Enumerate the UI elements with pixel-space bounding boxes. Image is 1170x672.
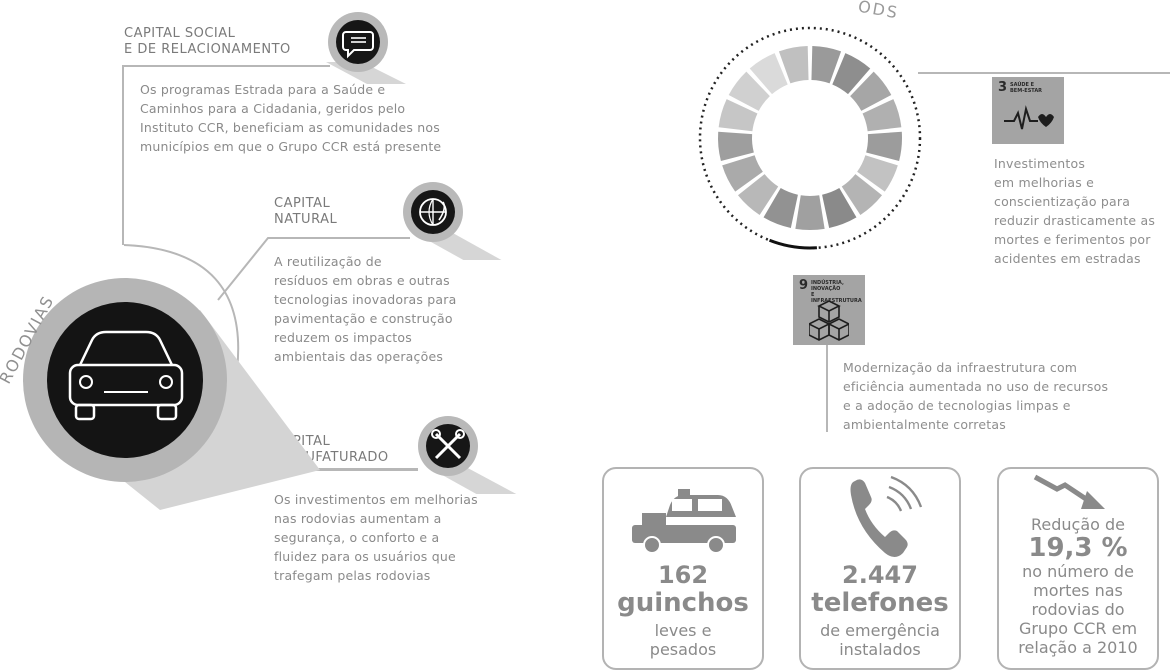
ods-wheel-segment xyxy=(841,174,883,215)
ods-goal-9-number: 9 xyxy=(799,278,809,293)
ods-connector-left xyxy=(826,340,828,432)
stat-deaths-line5: Grupo CCR em xyxy=(1018,619,1138,638)
ods-goal-3-number: 3 xyxy=(998,80,1008,95)
ods-wheel-segment xyxy=(718,99,758,132)
stat-tow-number: 162 xyxy=(657,561,709,589)
ods-wheel-segment xyxy=(722,155,763,192)
globe-leaf-icon xyxy=(403,182,502,260)
capital-social-desc: Os programas Estrada para a Saúde e Cami… xyxy=(140,80,441,156)
stat-phones-sub1: de emergência xyxy=(820,621,940,640)
ods-wheel-segment xyxy=(718,131,754,161)
ods-goal-3-label-line2: BEM-ESTAR xyxy=(1010,88,1043,94)
ods-wheel-highlight-arc xyxy=(768,238,818,250)
desc-line: fluidez para os usuários que xyxy=(274,549,456,564)
ods-wheel-segment xyxy=(763,188,798,228)
desc-line: Os investimentos em melhorias xyxy=(274,492,478,507)
stat-phones-sub2: instalados xyxy=(839,640,921,659)
capital-natural-desc: A reutilização de resíduos em obras e ou… xyxy=(274,252,456,366)
stat-deaths-line1: Redução de xyxy=(1030,515,1125,534)
desc-line: Modernização da infraestrutura com xyxy=(843,360,1078,375)
stat-phones-big: telefones xyxy=(811,588,949,618)
desc-line: Investimentos xyxy=(994,156,1086,171)
trend-down-arrow-icon xyxy=(1033,474,1105,509)
capital-social-title-line1: CAPITAL SOCIAL xyxy=(124,26,236,41)
desc-line: reduzem os impactos xyxy=(274,330,412,345)
ods-goal-9-box: 9 INDÚSTRIA, INOVAÇÃO E INFRAESTRUTURA xyxy=(793,275,865,345)
ods-wheel xyxy=(698,26,922,250)
ods-goal-3-desc: Investimentos em melhorias e conscientiz… xyxy=(994,154,1155,268)
stat-tow-sub2: pesados xyxy=(649,640,717,659)
desc-line: nas rodovias aumentam a xyxy=(274,511,442,526)
connector-social-horizontal xyxy=(122,65,330,67)
desc-line: ambientalmente corretas xyxy=(843,417,1006,432)
ods-goal-3-box: 3 SAÚDE E BEM-ESTAR xyxy=(992,77,1064,144)
desc-line: segurança, o conforto e a xyxy=(274,530,440,545)
capital-natural-title: CAPITAL NATURAL xyxy=(274,196,337,228)
ods-wheel-segment xyxy=(822,188,857,228)
capital-natural-title-line1: CAPITAL xyxy=(274,196,331,211)
connector-social-vertical xyxy=(122,65,124,245)
stat-deaths-line2: no número de xyxy=(1022,562,1134,581)
stat-deaths-line6: relação a 2010 xyxy=(1018,638,1138,657)
desc-line: e a adoção de tecnologias limpas e xyxy=(843,398,1071,413)
ods-wheel-segment xyxy=(749,53,788,95)
tow-truck-icon xyxy=(632,489,736,554)
stat-card-deaths: Redução de 19,3 % no número de mortes na… xyxy=(997,467,1159,670)
desc-line: acidentes em estradas xyxy=(994,251,1141,266)
ods-goal-9-desc: Modernização da infraestrutura com efici… xyxy=(843,358,1108,434)
stat-tow-big: guinchos xyxy=(617,588,749,618)
phone-icon xyxy=(850,475,923,557)
capital-manufaturado-underline xyxy=(274,468,418,470)
desc-line: mortes e ferimentos por xyxy=(994,232,1151,247)
stat-deaths-line3: mortes nas xyxy=(1033,581,1123,600)
ods-goal-9-label-line2: E INFRAESTRUTURA xyxy=(811,292,862,304)
car-icon xyxy=(23,278,320,510)
desc-line: ambientais das operações xyxy=(274,349,444,364)
ods-wheel-segment xyxy=(832,53,871,95)
capital-social-title: CAPITAL SOCIAL E DE RELACIONAMENTO xyxy=(124,26,291,58)
stat-deaths-percent: 19,3 % xyxy=(1028,533,1128,563)
ods-connector-right xyxy=(918,72,1170,74)
desc-line: conscientização para xyxy=(994,194,1131,209)
ods-wheel-segment xyxy=(737,174,779,215)
desc-line: Instituto CCR, beneficiam as comunidades… xyxy=(140,120,440,135)
stat-card-tow: 162 guinchos leves e pesados xyxy=(602,467,764,670)
desc-line: resíduos em obras e outras xyxy=(274,273,450,288)
desc-line: municípios em que o Grupo CCR está prese… xyxy=(140,139,442,154)
desc-line: trafegam pelas rodovias xyxy=(274,568,431,583)
desc-line: Os programas Estrada para a Saúde e xyxy=(140,82,386,97)
ods-goal-9-label-line1: INDÚSTRIA, INOVAÇÃO xyxy=(811,280,844,292)
desc-line: Caminhos para a Cidadania, geridos pelo xyxy=(140,101,406,116)
desc-line: tecnologias inovadoras para xyxy=(274,292,457,307)
heartbeat-icon xyxy=(1004,105,1054,130)
ods-wheel-segment xyxy=(850,71,892,111)
speech-bubble-icon xyxy=(326,12,406,84)
wrench-screwdriver-icon xyxy=(418,416,517,494)
ods-goal-9-label: INDÚSTRIA, INOVAÇÃO E INFRAESTRUTURA xyxy=(811,280,865,304)
ods-wheel-segment xyxy=(795,195,825,230)
ods-wheel-segment xyxy=(728,71,770,111)
desc-line: A reutilização de xyxy=(274,254,382,269)
ods-wheel-segment xyxy=(811,46,842,84)
ods-wheel-dotted-ring xyxy=(698,26,922,250)
desc-line: eficiência aumentada no uso de recursos xyxy=(843,379,1109,394)
capital-manufaturado-desc: Os investimentos em melhorias nas rodovi… xyxy=(274,490,478,585)
ods-wheel-segment xyxy=(778,46,809,84)
desc-line: pavimentação e construção xyxy=(274,311,453,326)
stat-card-phones: 2.447 telefones de emergência instalados xyxy=(799,467,961,670)
ods-wheel-segment xyxy=(866,131,902,161)
stat-phones-number: 2.447 xyxy=(842,561,918,589)
ods-wheel-segment xyxy=(857,155,898,192)
ods-goal-3-label: SAÚDE E BEM-ESTAR xyxy=(1010,82,1042,94)
cubes-icon xyxy=(809,300,849,341)
capital-social-title-line2: E DE RELACIONAMENTO xyxy=(124,42,291,57)
ods-wheel-segment xyxy=(862,99,902,132)
desc-line: em melhorias e xyxy=(994,175,1094,190)
stat-deaths-line4: rodovias do xyxy=(1031,600,1125,619)
ods-goal-3-label-line1: SAÚDE E xyxy=(1010,82,1035,88)
desc-line: reduzir drasticamente as xyxy=(994,213,1156,228)
stat-tow-sub1: leves e xyxy=(654,621,712,640)
capital-natural-title-line2: NATURAL xyxy=(274,212,338,227)
